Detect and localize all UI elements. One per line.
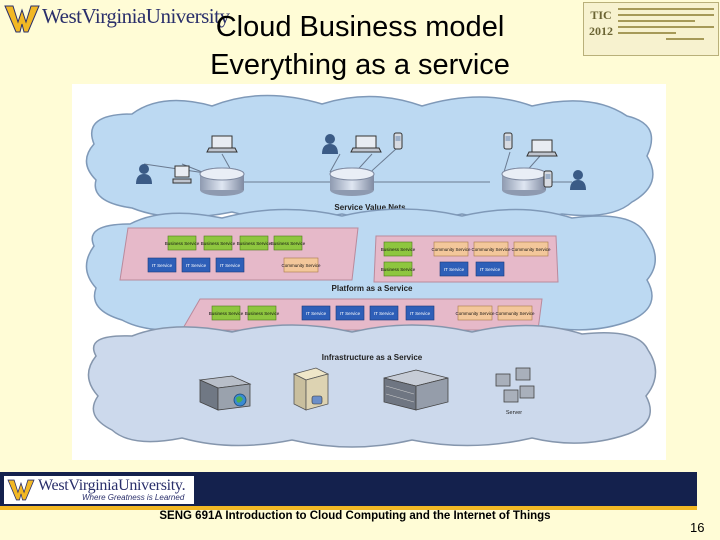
service-box: Community Service — [431, 241, 471, 257]
service-box: Business Service — [209, 305, 244, 321]
service-box: IT Service — [215, 257, 245, 273]
wvu-logo: WestVirginiaUniversity — [4, 2, 230, 36]
service-box: Community Service — [511, 241, 551, 257]
wvu-wordmark: WestVirginiaUniversity — [42, 4, 230, 28]
footer-wvu-wordmark: WestVirginiaUniversity. — [38, 477, 186, 494]
wv-logo-icon — [4, 5, 40, 33]
service-label: Community Service — [431, 247, 471, 252]
service-label: Community Service — [511, 247, 551, 252]
title-line-2: Everything as a service — [210, 49, 510, 81]
conference-logo: TIC 2012 — [583, 2, 719, 56]
service-label: Community Service — [455, 311, 495, 316]
service-label: Business Service — [165, 241, 200, 246]
service-box: Community Service — [455, 305, 495, 321]
infrastructure-as-a-service-cloud: Infrastructure as a Service — [87, 324, 657, 448]
service-value-nets-cloud: Service Value Nets — [85, 94, 654, 222]
service-label: IT Service — [480, 267, 501, 272]
service-label: Community Service — [495, 311, 535, 316]
service-box: IT Service — [475, 261, 505, 277]
service-label: Business Service — [381, 267, 416, 272]
service-label: Community Service — [281, 263, 321, 268]
platform-box-top-right — [373, 235, 559, 283]
server-stack-icon: Server — [495, 367, 535, 416]
service-box: Business Service — [381, 241, 416, 257]
server-label: Server — [506, 410, 522, 416]
storage-array-icon — [383, 369, 449, 411]
service-label: IT Service — [220, 263, 241, 268]
service-label: Business Service — [271, 241, 306, 246]
cloud-diagram-svg: Service Value Nets Business Service Busi… — [85, 94, 657, 448]
service-box: Business Service — [381, 261, 416, 277]
service-box: Business Service — [165, 235, 200, 251]
service-box: Community Service — [471, 241, 511, 257]
service-label: Community Service — [471, 247, 511, 252]
service-label: Business Service — [381, 247, 416, 252]
service-box: IT Service — [147, 257, 177, 273]
service-label: Business Service — [201, 241, 236, 246]
layer-label-infrastructure: Infrastructure as a Service — [322, 353, 423, 362]
service-box: Community Service — [281, 257, 321, 273]
service-label: IT Service — [306, 311, 327, 316]
slide-title: Cloud Business model Everything as a ser… — [150, 8, 570, 84]
conference-text-lines — [618, 8, 714, 44]
title-line-1: Cloud Business model — [215, 11, 505, 43]
service-label: Business Service — [245, 311, 280, 316]
service-box: Business Service — [201, 235, 236, 251]
service-label: IT Service — [152, 263, 173, 268]
service-label: IT Service — [186, 263, 207, 268]
service-box: IT Service — [301, 305, 331, 321]
service-box: Business Service — [245, 305, 280, 321]
service-box: IT Service — [439, 261, 469, 277]
service-box: IT Service — [181, 257, 211, 273]
service-box: Community Service — [495, 305, 535, 321]
conference-mark: TIC 2012 — [589, 8, 613, 38]
service-label: IT Service — [374, 311, 395, 316]
footer-wvu-logo: WestVirginiaUniversity. Where Greatness … — [4, 476, 194, 504]
service-label: IT Service — [444, 267, 465, 272]
service-label: IT Service — [410, 311, 431, 316]
service-label: Business Service — [237, 241, 272, 246]
service-box: Business Service — [271, 235, 306, 251]
course-footer: SENG 691A Introduction to Cloud Computin… — [159, 510, 551, 522]
layer-label-platform: Platform as a Service — [332, 284, 413, 293]
service-label: Business Service — [209, 311, 244, 316]
footer-band-gold-stripe — [0, 506, 697, 510]
layer-label-service-value-nets: Service Value Nets — [334, 203, 406, 212]
service-label: IT Service — [340, 311, 361, 316]
cloud-diagram: Service Value Nets Business Service Busi… — [72, 84, 666, 460]
service-box: IT Service — [335, 305, 365, 321]
tower-server-icon — [292, 367, 330, 411]
rack-server-icon — [198, 375, 252, 411]
footer-tagline: Where Greatness is Learned — [82, 493, 185, 502]
service-box: IT Service — [369, 305, 399, 321]
page-number: 16 — [690, 520, 705, 535]
service-box: Business Service — [237, 235, 272, 251]
platform-as-a-service-cloud: Business Service Business Service Busine… — [85, 208, 656, 336]
service-box: IT Service — [405, 305, 435, 321]
wv-logo-icon — [7, 479, 35, 501]
